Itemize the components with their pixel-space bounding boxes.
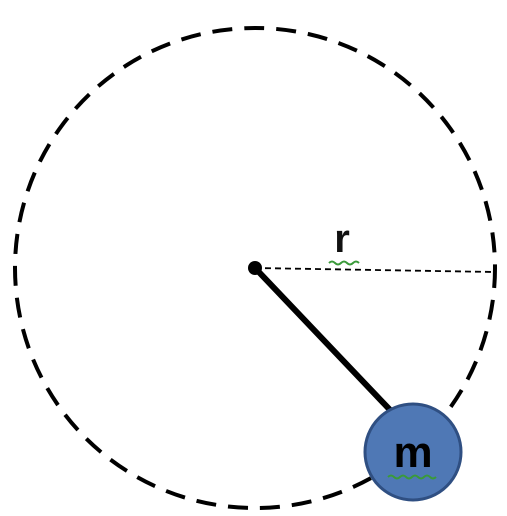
string-rod bbox=[252, 265, 395, 415]
center-pivot bbox=[248, 261, 262, 275]
radius-label: r bbox=[334, 217, 350, 261]
radius-label-underline bbox=[328, 260, 360, 266]
mass-label-underline bbox=[387, 474, 437, 480]
radius-line bbox=[254, 267, 496, 273]
mass-label: m bbox=[393, 428, 432, 477]
circular-path bbox=[13, 26, 497, 510]
